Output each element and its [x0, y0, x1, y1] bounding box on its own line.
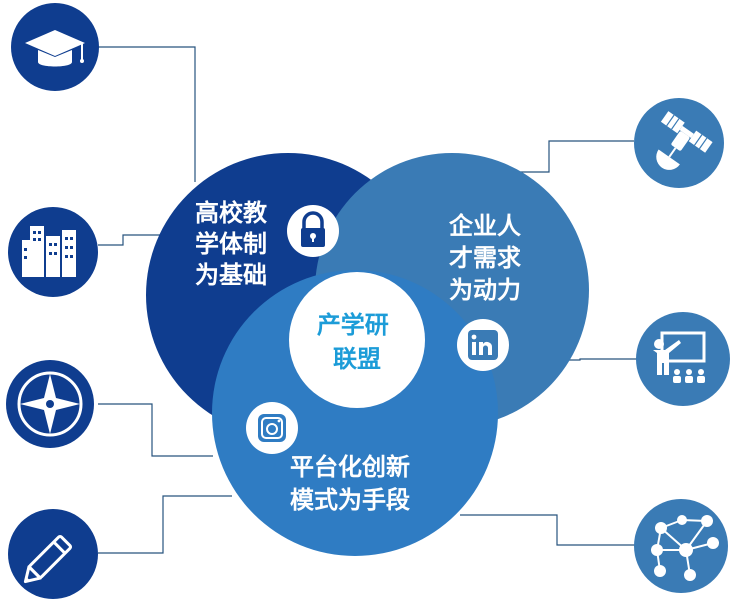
platform-label: 平台化创新 模式为手段 [290, 453, 418, 514]
instagram-icon [246, 402, 298, 454]
compass-icon [6, 360, 94, 448]
connector-buildings [98, 234, 178, 246]
satellite-icon [634, 98, 724, 188]
lock-icon [287, 205, 339, 257]
center-label: 产学研 联盟 [317, 311, 397, 373]
graduation-cap-icon [11, 3, 99, 91]
enterprise-label: 企业人 才需求 为动力 [449, 212, 529, 304]
connector-pencil [98, 495, 232, 554]
city-buildings-icon [8, 207, 98, 297]
connector-network [460, 514, 636, 546]
center-circle [289, 272, 425, 408]
network-icon [634, 499, 728, 593]
university-label: 高校教 学体制 为基础 [195, 199, 275, 289]
linkedin-icon [457, 319, 509, 371]
connector-graduation [98, 46, 196, 182]
connector-compass [98, 403, 213, 457]
presentation-icon [636, 312, 730, 406]
pencil-icon [8, 509, 98, 599]
platform-circle [212, 270, 498, 556]
